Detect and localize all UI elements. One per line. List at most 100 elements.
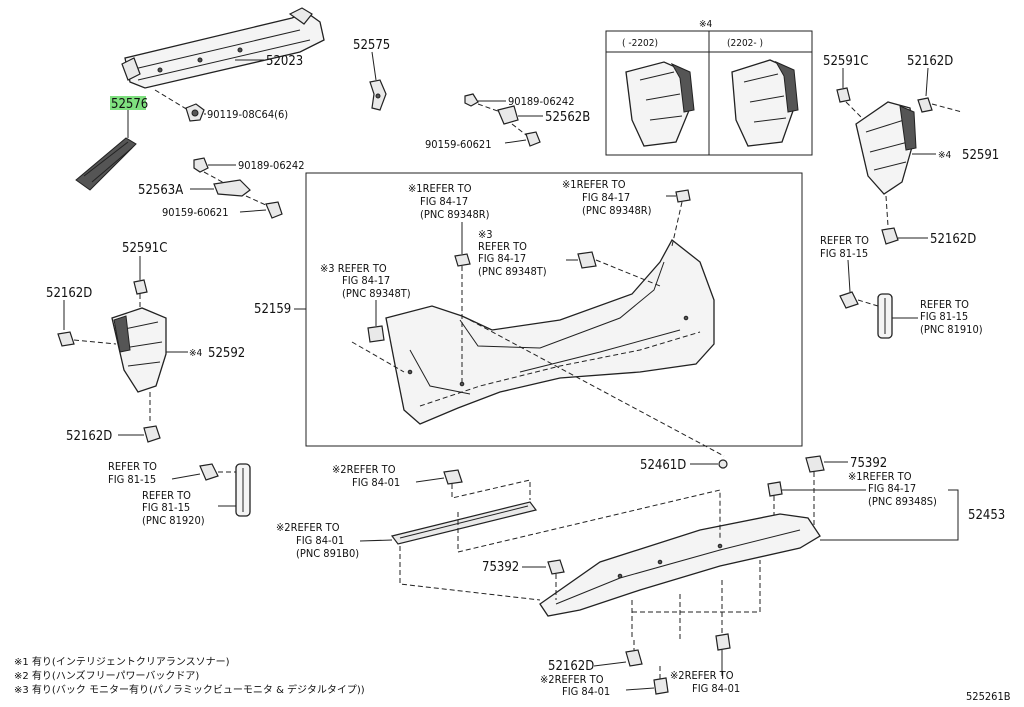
refer-fig-84-17-89348r-right-pnc[interactable]: (PNC 89348R) <box>582 204 652 217</box>
refer-fig-84-17-89348s-pnc[interactable]: (PNC 89348S) <box>868 495 937 508</box>
footnote-1: ※1 有り(インテリジェントクリアランスソナー) <box>14 655 230 668</box>
part-number-52562b[interactable]: 52562B <box>545 110 590 125</box>
rear-bumper-lower-cover[interactable] <box>539 513 821 617</box>
refer-fig-84-01-upper[interactable]: ※2REFER TO <box>332 463 396 476</box>
clip-icon[interactable] <box>836 87 851 103</box>
part-number-52591c-left[interactable]: 52591C <box>122 241 167 256</box>
refer-fig-81-15-pnc81910-pnc[interactable]: (PNC 81910) <box>920 323 983 336</box>
clip-icon[interactable] <box>133 279 148 295</box>
part-number-52563a[interactable]: 52563A <box>138 183 183 198</box>
screw-icon[interactable] <box>143 425 161 443</box>
sensor-icon[interactable] <box>675 189 691 203</box>
part-number-52162d-left-bottom[interactable]: 52162D <box>66 429 112 444</box>
part-number-52461d[interactable]: 52461D <box>640 458 686 473</box>
part-number-52591c-right[interactable]: 52591C <box>823 54 868 69</box>
part-number-52591[interactable]: 52591 <box>962 148 999 163</box>
part-number-52023[interactable]: 52023 <box>266 54 303 69</box>
part-number-90119[interactable]: 90119-08C64(6) <box>207 108 288 121</box>
refer-fig-84-17-89348r-left-fig[interactable]: FIG 84-17 <box>420 195 468 208</box>
refer-fig-84-01-bottom-left-fig[interactable]: FIG 84-01 <box>562 685 610 698</box>
side-bracket-variant-old[interactable] <box>625 61 695 147</box>
part-number-52453[interactable]: 52453 <box>968 508 1005 523</box>
refer-fig-81-15-pnc81920-pnc[interactable]: (PNC 81920) <box>142 514 205 527</box>
refer-fig-84-17-89348t-center-mark[interactable]: ※3 <box>478 228 493 241</box>
nut-icon[interactable] <box>917 97 933 113</box>
refer-fig-84-01-bottom-left[interactable]: ※2REFER TO <box>540 673 604 686</box>
refer-fig-84-01-bottom-right-fig[interactable]: FIG 84-01 <box>692 682 740 695</box>
bracket-small-icon[interactable] <box>213 179 251 197</box>
mark-4-52591: ※4 <box>938 150 952 161</box>
side-bracket-right[interactable] <box>855 101 917 195</box>
clip-icon[interactable] <box>805 455 825 473</box>
bracket-small-icon[interactable] <box>497 105 519 125</box>
refer-fig-84-17-89348t-left-pnc[interactable]: (PNC 89348T) <box>342 287 411 300</box>
kick-sensor-bar[interactable] <box>390 501 538 545</box>
rear-bumper-reinforcement[interactable] <box>121 7 325 89</box>
refer-fig-84-01-891b0[interactable]: ※2REFER TO <box>276 521 340 534</box>
part-number-52575[interactable]: 52575 <box>353 38 390 53</box>
refer-fig-84-01-891b0-fig[interactable]: FIG 84-01 <box>296 534 344 547</box>
part-number-90159-a[interactable]: 90159-60621 <box>425 138 492 151</box>
refer-fig-84-17-89348t-center-fig[interactable]: FIG 84-17 <box>478 252 526 265</box>
refer-fig-84-01-bottom-right[interactable]: ※2REFER TO <box>670 669 734 682</box>
part-number-75392-bottom[interactable]: 75392 <box>482 560 519 575</box>
refer-fig-84-17-89348s-fig[interactable]: FIG 84-17 <box>868 482 916 495</box>
refer-fig-84-17-89348t-center-pnc[interactable]: (PNC 89348T) <box>478 265 547 278</box>
sensor-icon[interactable] <box>454 253 471 267</box>
part-number-75392-top[interactable]: 75392 <box>850 456 887 471</box>
refer-fig-81-15-right-fig[interactable]: FIG 81-15 <box>820 247 868 260</box>
refer-fig-84-01-upper-fig[interactable]: FIG 84-01 <box>352 476 400 489</box>
switch-icon[interactable] <box>443 469 463 485</box>
refer-fig-84-17-89348r-right[interactable]: ※1REFER TO <box>562 178 626 191</box>
screw-icon[interactable] <box>625 649 643 667</box>
refer-fig-84-01-891b0-pnc[interactable]: (PNC 891B0) <box>296 547 359 560</box>
refer-fig-81-15-pnc81910[interactable]: REFER TO <box>920 298 969 311</box>
refer-fig-81-15-pnc81910-fig[interactable]: FIG 81-15 <box>920 310 968 323</box>
refer-fig-81-15-left-fig[interactable]: FIG 81-15 <box>108 473 156 486</box>
refer-fig-84-17-89348s[interactable]: ※1REFER TO <box>848 470 912 483</box>
refer-fig-81-15-left[interactable]: REFER TO <box>108 460 157 473</box>
refer-fig-84-17-89348t-left[interactable]: ※3 REFER TO <box>320 262 387 275</box>
part-number-52162d-left-top[interactable]: 52162D <box>46 286 92 301</box>
reflector-left[interactable] <box>235 463 251 517</box>
part-number-90189-b[interactable]: 90189-06242 <box>238 159 305 172</box>
clip-icon[interactable] <box>193 157 209 173</box>
screw-icon[interactable] <box>525 131 541 147</box>
reflector-right[interactable] <box>877 293 893 339</box>
bracket-icon[interactable] <box>75 137 137 191</box>
screw-icon[interactable] <box>881 227 899 245</box>
bolt-icon[interactable] <box>185 103 205 122</box>
part-number-52162d-right-bottom[interactable]: 52162D <box>930 232 976 247</box>
side-bracket-left[interactable] <box>111 307 167 393</box>
switch-icon[interactable] <box>715 633 731 651</box>
sensor-icon[interactable] <box>767 481 783 497</box>
refer-fig-81-15-right[interactable]: REFER TO <box>820 234 869 247</box>
part-number-90189-a[interactable]: 90189-06242 <box>508 95 575 108</box>
refer-fig-84-17-89348r-right-fig[interactable]: FIG 84-17 <box>582 191 630 204</box>
rear-bumper-cover[interactable] <box>385 239 715 425</box>
refer-fig-84-17-89348r-left-pnc[interactable]: (PNC 89348R) <box>420 208 490 221</box>
plug-icon[interactable] <box>718 459 728 469</box>
refer-fig-84-17-89348r-left[interactable]: ※1REFER TO <box>408 182 472 195</box>
retainer-icon[interactable] <box>369 79 387 111</box>
nut-icon[interactable] <box>57 331 75 347</box>
side-bracket-variant-new[interactable] <box>731 59 799 147</box>
clip-icon[interactable] <box>464 93 479 107</box>
part-number-52162d-bottom[interactable]: 52162D <box>548 659 594 674</box>
refer-fig-84-17-89348t-left-fig[interactable]: FIG 84-17 <box>342 274 390 287</box>
socket-icon[interactable] <box>839 291 859 309</box>
switch-icon[interactable] <box>653 677 669 695</box>
part-number-52159[interactable]: 52159 <box>254 302 291 317</box>
clip-icon[interactable] <box>547 559 565 575</box>
part-number-52592[interactable]: 52592 <box>208 346 245 361</box>
camera-icon[interactable] <box>577 251 597 269</box>
refer-fig-84-17-89348t-center[interactable]: REFER TO <box>478 240 527 253</box>
camera-icon[interactable] <box>367 325 385 343</box>
refer-fig-81-15-pnc81920-fig[interactable]: FIG 81-15 <box>142 501 190 514</box>
part-number-90159-b[interactable]: 90159-60621 <box>162 206 229 219</box>
screw-icon[interactable] <box>265 201 283 219</box>
part-number-52576[interactable]: 52576 <box>111 97 148 112</box>
refer-fig-81-15-pnc81920[interactable]: REFER TO <box>142 489 191 502</box>
part-number-52162d-right-top[interactable]: 52162D <box>907 54 953 69</box>
socket-icon[interactable] <box>199 463 219 481</box>
